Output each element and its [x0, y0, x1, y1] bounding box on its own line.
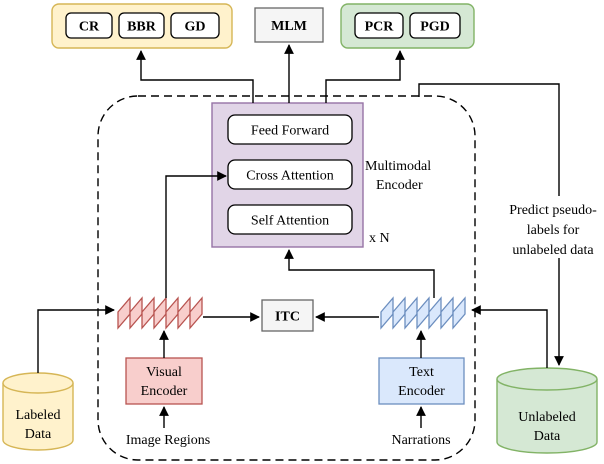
multimodal-encoder-title-line1: Multimodal — [365, 159, 431, 174]
multimodal-encoder: Feed Forward Cross Attention Self Attent… — [211, 102, 364, 248]
pseudo-label-note-line3: unlabeled data — [512, 243, 594, 258]
task-label-pcr: PCR — [365, 20, 395, 35]
pseudo-label-note-line2: labels for — [527, 223, 580, 238]
arrow-visual-to-cross-attention — [165, 171, 227, 298]
text-embeddings-icon — [380, 296, 466, 330]
visual-encoder-line1: Visual — [146, 365, 182, 380]
cross-attention-layer: Cross Attention — [227, 159, 353, 190]
task-label-gd: GD — [185, 20, 206, 35]
feed-forward-label: Feed Forward — [251, 124, 329, 139]
arrow-to-pseudo-tasks — [325, 50, 405, 103]
mlm-label: MLM — [271, 19, 307, 34]
task-box-cr: CR — [65, 12, 113, 39]
itc-label: ITC — [275, 310, 300, 325]
labeled-data-line2: Data — [25, 427, 52, 442]
unlabeled-data-line2: Data — [534, 429, 561, 444]
visual-encoder-line2: Encoder — [141, 384, 188, 399]
task-box-pcr: PCR — [354, 12, 404, 39]
text-encoder: Text Encoder — [378, 357, 465, 405]
feed-forward-layer: Feed Forward — [227, 114, 353, 145]
image-regions-label: Image Regions — [126, 433, 210, 448]
narrations-label: Narrations — [391, 433, 450, 448]
multimodal-encoder-title-line2: Encoder — [376, 178, 423, 193]
task-box-gd: GD — [170, 12, 220, 39]
task-box-pgd: PGD — [409, 12, 461, 39]
arrow-unlabeled-data-to-model — [471, 305, 548, 368]
text-encoder-line2: Encoder — [398, 384, 445, 399]
cross-attention-label: Cross Attention — [246, 169, 334, 184]
model-boundary — [97, 95, 476, 461]
mlm-task-box: MLM — [254, 7, 324, 43]
repeat-count-label: x N — [369, 231, 390, 246]
pseudo-task-group: PCR PGD — [340, 3, 475, 49]
visual-embeddings-icon — [117, 296, 203, 330]
unlabeled-data-cylinder: Unlabeled Data — [496, 367, 598, 454]
self-attention-layer: Self Attention — [227, 204, 353, 235]
arrow-pseudo-label-feedback — [418, 83, 560, 196]
self-attention-label: Self Attention — [251, 214, 329, 229]
visual-encoder: Visual Encoder — [125, 357, 203, 405]
task-box-bbr: BBR — [118, 12, 165, 39]
labeled-data-cylinder: Labeled Data — [2, 372, 74, 451]
labeled-data-line1: Labeled — [15, 408, 60, 423]
arrow-labeled-data-to-model — [37, 305, 115, 373]
supervised-task-group: CR BBR GD — [51, 3, 233, 49]
task-label-pgd: PGD — [420, 20, 450, 35]
text-encoder-line1: Text — [409, 365, 434, 380]
arrow-text-to-self-attention — [284, 249, 435, 298]
pseudo-label-note-line1: Predict pseudo- — [509, 203, 597, 218]
arrow-to-supervised-tasks — [136, 50, 254, 103]
task-label-bbr: BBR — [127, 20, 157, 35]
unlabeled-data-line1: Unlabeled — [518, 410, 576, 425]
task-label-cr: CR — [79, 20, 100, 35]
itc-box: ITC — [261, 299, 314, 332]
